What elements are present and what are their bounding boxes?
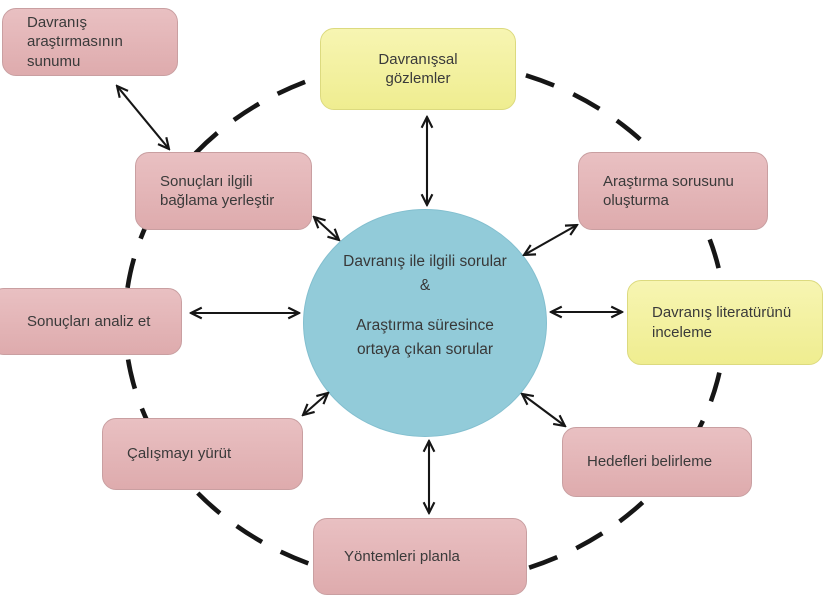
center-circle-line1: Davranış ile ilgili sorular (343, 252, 507, 270)
node-literature-review: Davranış literatürünü inceleme (627, 280, 823, 365)
node-research-question: Araştırma sorusunu oluşturma (578, 152, 768, 230)
center-circle-ampersand: & (419, 276, 431, 294)
node-research-question-label: Araştırma sorusunu oluşturma (603, 172, 734, 209)
node-plan-methods-label: Yöntemleri planla (344, 547, 460, 565)
node-presentation-label: Davranış araştırmasının sunumu (27, 14, 123, 70)
node-conduct-study: Çalışmayı yürüt (102, 418, 303, 490)
node-place-in-context: Sonuçları ilgili bağlama yerleştir (135, 152, 312, 230)
center-circle: Davranış ile ilgili sorular & Araştırma … (303, 209, 547, 437)
node-place-in-context-label: Sonuçları ilgili bağlama yerleştir (160, 172, 275, 209)
arrow-circle-goals (522, 394, 565, 426)
arrow-circle-research-question (524, 225, 577, 255)
node-literature-review-label: Davranış literatürünü inceleme (652, 304, 792, 341)
node-presentation: Davranış araştırmasının sunumu (2, 8, 178, 76)
node-behavioral-observations-label: Davranışsal gözlemler (378, 50, 458, 87)
node-conduct-study-label: Çalışmayı yürüt (127, 445, 232, 463)
node-analyze-results-label: Sonuçları analiz et (27, 312, 151, 330)
center-circle-line2: Araştırma süresince (356, 317, 494, 334)
node-plan-methods: Yöntemleri planla (313, 518, 527, 595)
arrow-presentation-context (117, 86, 169, 149)
arrow-circle-context (314, 217, 339, 240)
node-analyze-results: Sonuçları analiz et (0, 288, 182, 355)
center-circle-line3: ortaya çıkan sorular (356, 341, 494, 359)
node-set-goals-label: Hedefleri belirleme (587, 453, 713, 471)
node-behavioral-observations: Davranışsal gözlemler (320, 28, 516, 110)
node-set-goals: Hedefleri belirleme (562, 427, 752, 497)
arrow-circle-conduct (303, 393, 328, 415)
